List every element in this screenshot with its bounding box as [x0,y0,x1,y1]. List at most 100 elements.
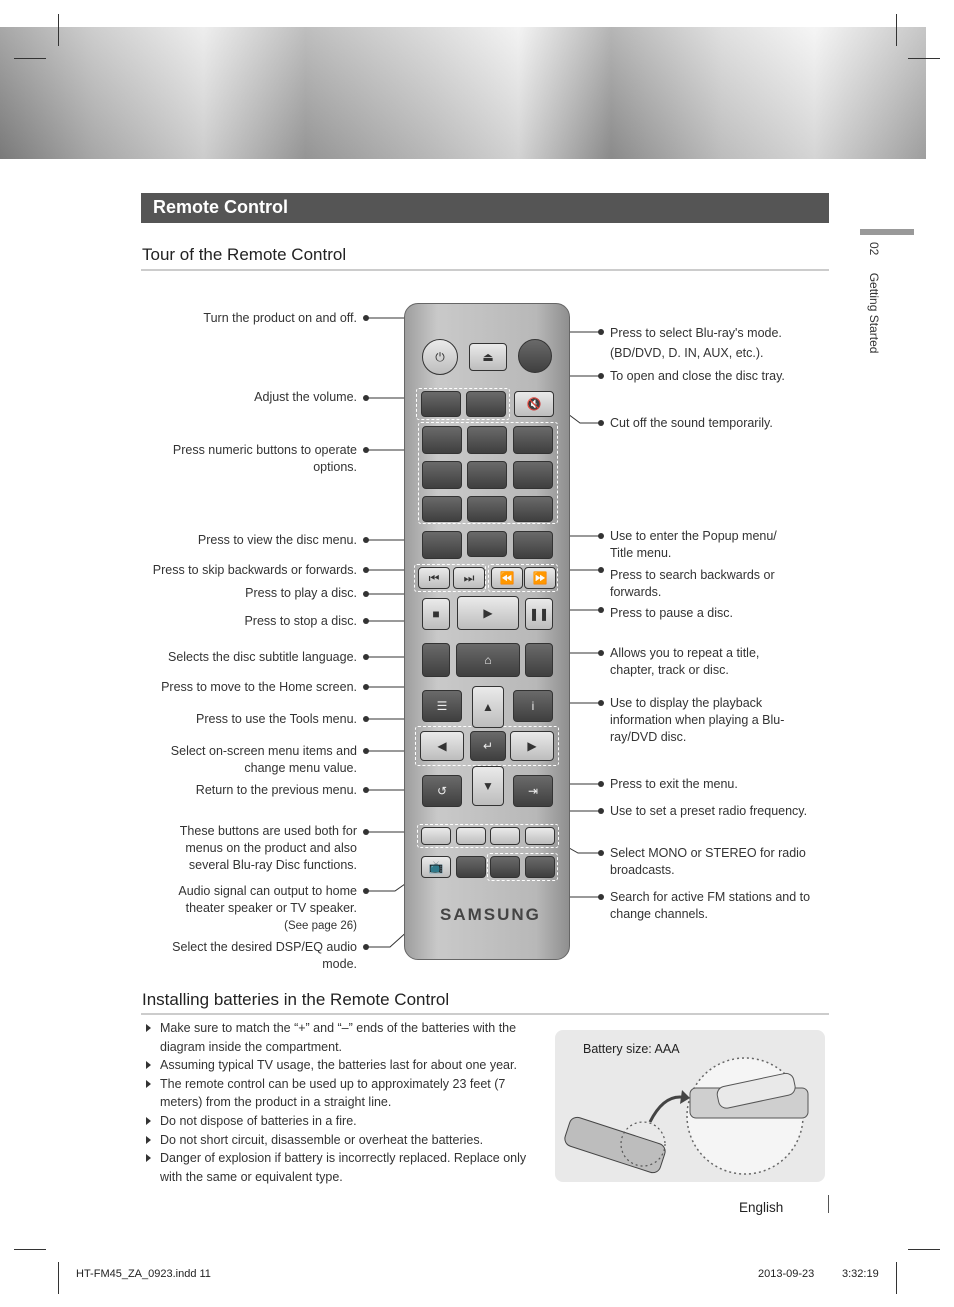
callout-dot [598,420,604,426]
callout-dot [598,533,604,539]
tuner-up-button[interactable] [525,856,555,878]
list-item: The remote control can be used up to app… [146,1075,543,1112]
label-disc-menu: Press to view the disc menu. [197,533,357,547]
volume-group [416,388,510,420]
stop-button[interactable]: ■ [422,598,450,630]
numeric-button[interactable] [422,461,462,489]
page-divider [828,1195,829,1213]
tv-speaker-button[interactable]: 📺 [421,856,451,878]
batteries-heading: Installing batteries in the Remote Contr… [142,990,450,1009]
list-item: Do not dispose of batteries in a fire. [146,1112,543,1131]
exit-icon: ⇥ [527,784,539,798]
down-button[interactable]: ▼ [472,766,504,806]
home-button[interactable]: ⌂ [456,643,520,677]
tuner-down-button[interactable] [490,856,520,878]
section-title-bar: Remote Control [141,193,829,223]
numeric-button[interactable] [513,461,553,489]
color-button-a[interactable] [421,827,451,845]
right-button[interactable]: ▶ [510,731,554,761]
return-button[interactable]: ↺ [422,775,462,807]
battery-instructions: Make sure to match the “+” and “–” ends … [146,1019,543,1186]
callout-dot [598,700,604,706]
numeric-button[interactable] [513,496,553,522]
numeric-button[interactable] [467,426,507,454]
subtitle-button[interactable] [422,643,450,677]
bd-mode-button[interactable] [518,339,552,373]
callout-dot [598,808,604,814]
color-button-d[interactable] [525,827,555,845]
callout-dot [598,329,604,335]
numeric-button[interactable] [467,461,507,489]
left-button[interactable]: ◀ [420,731,464,761]
power-button[interactable]: ⏻ [422,339,458,375]
callout-dot [363,787,369,793]
arrow-down-icon: ▼ [482,779,494,793]
eject-icon: ⏏ [482,350,494,364]
label-color-buttons: These buttons are used both for menus on… [179,824,357,872]
numeric-button[interactable] [513,426,553,454]
samsung-logo: SAMSUNG [440,905,541,924]
dsp-eq-button[interactable] [456,856,486,878]
chapter-number: 02 [867,242,881,256]
callout-dot [363,395,369,401]
power-icon: ⏻ [435,349,445,364]
numeric-button[interactable] [422,426,462,454]
home-icon: ⌂ [484,653,492,667]
prev-button[interactable]: ⏮ [418,567,450,589]
volume-up-button[interactable] [466,391,506,417]
volume-down-button[interactable] [421,391,461,417]
numeric-button[interactable] [422,496,462,522]
numeric-button[interactable] [467,496,507,522]
heading-rule [141,269,829,271]
repeat-button[interactable] [525,643,553,677]
enter-button[interactable]: ↵ [470,731,506,761]
label-bd-mode: Press to select Blu-ray's mode. [610,326,782,340]
info-button[interactable]: i [513,690,553,722]
label-dsp: Select the desired DSP/EQ audio mode. [172,940,357,971]
callout-dot [363,654,369,660]
mute-button[interactable]: 🔇 [514,391,554,417]
play-button[interactable]: ▶ [457,596,519,630]
numeric-zero-button[interactable] [467,531,507,557]
callout-dot [363,829,369,835]
label-power: Turn the product on and off. [203,311,357,325]
rewind-icon: ⏪ [499,571,515,585]
label-navigate: Select on-screen menu items and change m… [170,744,357,775]
rewind-button[interactable]: ⏪ [491,567,523,589]
up-button[interactable]: ▲ [472,686,504,728]
side-tab [860,229,914,235]
color-button-group [417,824,559,848]
crop-mark [14,1249,46,1250]
color-button-c[interactable] [490,827,520,845]
label-mono-stereo: Select MONO or STEREO for radio broadcas… [610,846,806,877]
label-skip: Press to skip backwards or forwards. [152,563,357,577]
play-icon: ▶ [483,606,493,620]
callout-dot [363,748,369,754]
label-repeat: Allows you to repeat a title, chapter, t… [610,646,760,677]
fast-forward-button[interactable]: ⏩ [524,567,556,589]
next-button[interactable]: ⏭ [453,567,485,589]
file-name: HT-FM45_ZA_0923.indd 11 [76,1268,211,1280]
language-label: English [739,1200,784,1215]
pause-button[interactable]: ❚❚ [525,598,553,630]
eject-button[interactable]: ⏏ [469,343,507,371]
label-tv-speaker: Audio signal can output to home theater … [178,884,357,932]
crop-mark [908,1249,940,1250]
callout-dot [363,567,369,573]
callout-dot [363,888,369,894]
see-page-note: (See page 26) [284,920,357,932]
print-time: 3:32:19 [842,1268,879,1280]
popup-menu-button[interactable] [513,531,553,559]
tv-speaker-icon: 📺 [428,860,444,874]
callout-dot [363,716,369,722]
exit-button[interactable]: ⇥ [513,775,553,807]
disc-menu-button[interactable] [422,531,462,559]
label-numeric: Press numeric buttons to operate options… [172,443,357,474]
battery-size-caption: Battery size: AAA [583,1042,680,1056]
search-group [488,564,558,592]
callout-dot [598,607,604,613]
color-button-b[interactable] [456,827,486,845]
callout-dot [598,373,604,379]
tools-button[interactable]: ☰ [422,690,462,722]
callout-dot [363,591,369,597]
